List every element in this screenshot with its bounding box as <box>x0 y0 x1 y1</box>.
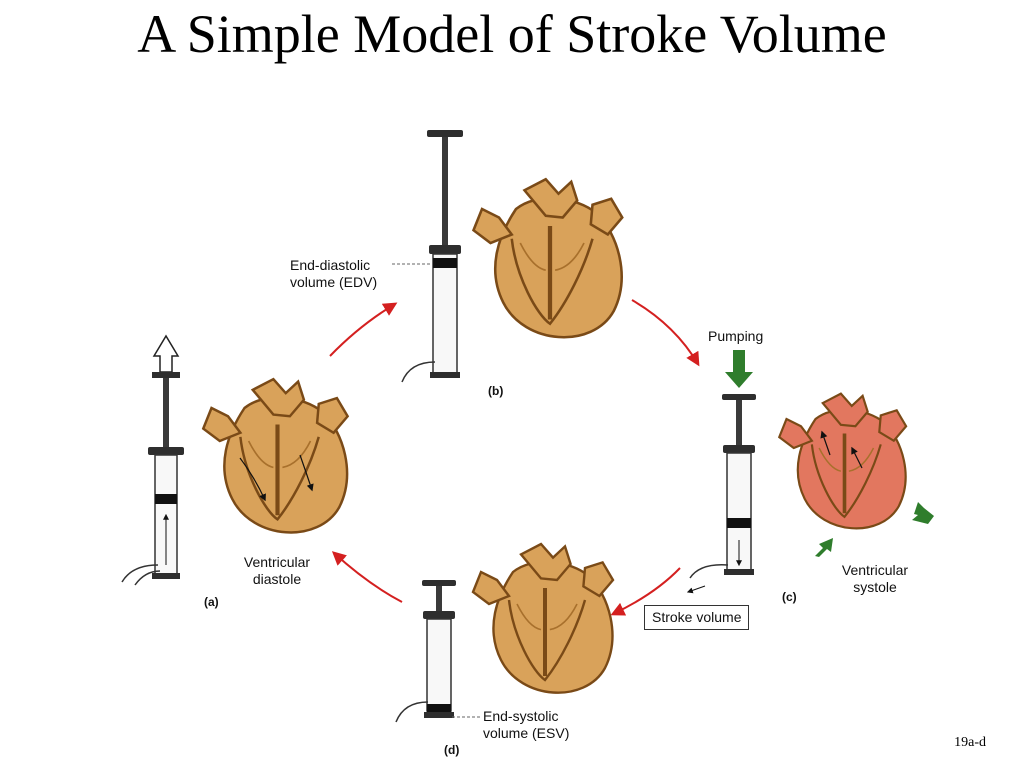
heart-end-systole <box>473 544 613 693</box>
callout-edv: End-diastolic volume (EDV) <box>290 257 400 291</box>
caption-line: Ventricular <box>841 562 909 578</box>
syringe-c <box>686 394 756 594</box>
caption-ventricular-diastole: Ventricular diastole <box>222 554 332 588</box>
heart-end-diastole <box>474 179 623 337</box>
pump-arrow-left-icon <box>912 502 934 524</box>
panel-id-b: (b) <box>488 384 504 398</box>
syringe-d <box>395 580 480 723</box>
heart-systole <box>779 394 906 529</box>
callout-line: End-diastolic <box>290 257 371 273</box>
cycle-arrow-c-to-d <box>610 567 681 616</box>
cycle-arrow-a-to-b <box>329 302 398 357</box>
slide-number: 19a-d <box>954 735 986 750</box>
pull-arrow-icon <box>152 334 180 373</box>
cycle-arrow-d-to-a <box>331 551 403 603</box>
syringe-b <box>392 130 463 383</box>
caption-line: systole <box>853 579 897 595</box>
callout-esv: End-systolic volume (ESV) <box>483 708 593 742</box>
callout-line: volume (EDV) <box>290 274 378 290</box>
cycle-arrow-b-to-c <box>631 299 700 367</box>
slide-title: A Simple Model of Stroke Volume <box>137 4 887 64</box>
stroke-volume-label: Stroke volume <box>644 605 750 630</box>
pumping-label: Pumping <box>708 328 764 344</box>
heart-diastole <box>203 379 347 532</box>
caption-line: diastole <box>252 571 302 587</box>
callout-line: End-systolic <box>483 708 559 724</box>
callout-line: volume (ESV) <box>483 725 570 741</box>
panel-id-d: (d) <box>444 743 460 757</box>
syringe-a <box>121 334 184 586</box>
pump-arrow-down-icon <box>725 350 753 388</box>
panel-id-c: (c) <box>782 590 797 604</box>
caption-ventricular-systole: Ventricular systole <box>820 562 930 596</box>
pump-arrow-upright-icon <box>815 538 833 557</box>
panel-id-a: (a) <box>204 595 219 609</box>
caption-line: Ventricular <box>243 554 311 570</box>
